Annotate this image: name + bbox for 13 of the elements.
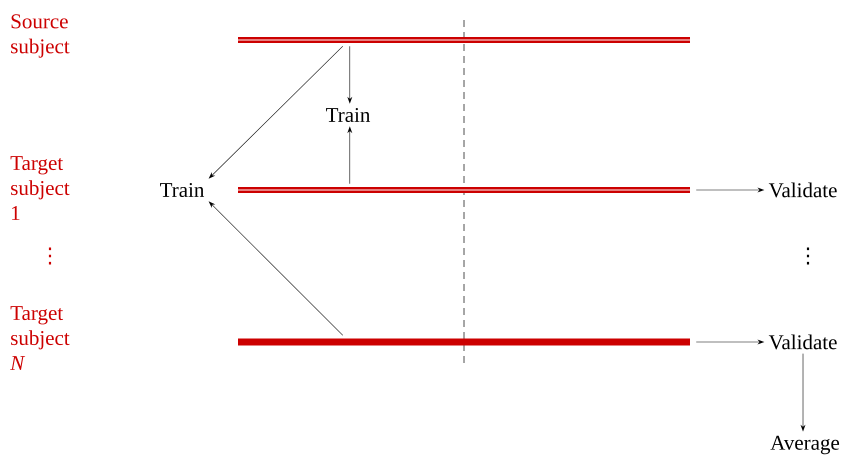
subject-bar	[238, 187, 690, 193]
subject-label: Target subject 1	[10, 156, 70, 220]
step-label: Train	[326, 108, 370, 122]
vertical-ellipsis: ⋮	[48, 248, 52, 264]
subject-label: Target subject N	[10, 306, 70, 370]
subject-bar	[238, 338, 690, 346]
step-label: Validate	[768, 182, 837, 198]
vertical-ellipsis: ⋮	[806, 248, 810, 264]
subject-label: Source subject	[11, 14, 70, 58]
step-label: Train	[160, 182, 204, 198]
step-label: Validate	[768, 334, 837, 350]
step-label: Average	[770, 436, 840, 454]
subject-bar	[238, 37, 690, 43]
